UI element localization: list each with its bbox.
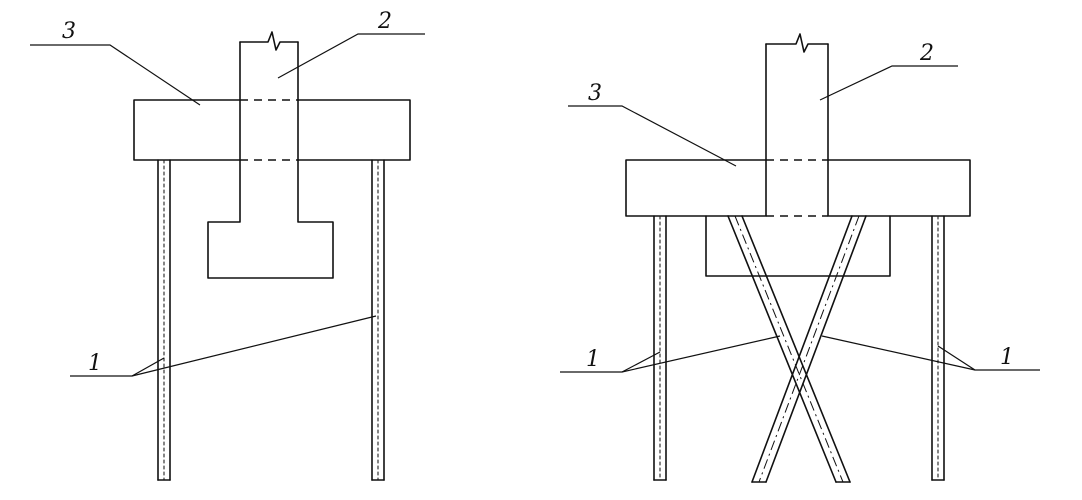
left-leader-3: 3 (30, 19, 201, 106)
left-label-1: 1 (88, 351, 102, 376)
left-column-footing (207, 159, 334, 279)
right-column (765, 33, 829, 161)
right-label-3: 3 (588, 81, 602, 106)
right-leader-1-right: 1 (821, 335, 1040, 371)
right-leader-3: 3 (568, 81, 737, 167)
right-leader-2: 2 (819, 41, 958, 101)
right-label-1-left: 1 (586, 347, 600, 372)
right-raked-pile-b (751, 215, 867, 483)
right-pile-right (931, 215, 945, 481)
right-figure: 3 2 1 1 (560, 33, 1040, 483)
left-pile-left (157, 159, 171, 481)
left-leader-1: 1 (70, 315, 377, 377)
left-figure: 3 2 1 (30, 9, 425, 481)
right-slab (625, 159, 971, 217)
right-raked-pile-a (727, 215, 851, 483)
right-label-1-right: 1 (1000, 345, 1014, 370)
left-column (239, 31, 299, 101)
right-grillage (705, 215, 891, 277)
left-label-3: 3 (62, 19, 76, 44)
left-label-2: 2 (377, 9, 392, 34)
left-pile-right (371, 159, 385, 481)
left-leader-2: 2 (277, 9, 425, 79)
right-leader-1-left: 1 (560, 335, 781, 373)
right-label-2: 2 (919, 41, 934, 66)
right-pile-left (653, 215, 667, 481)
left-slab (133, 99, 411, 161)
